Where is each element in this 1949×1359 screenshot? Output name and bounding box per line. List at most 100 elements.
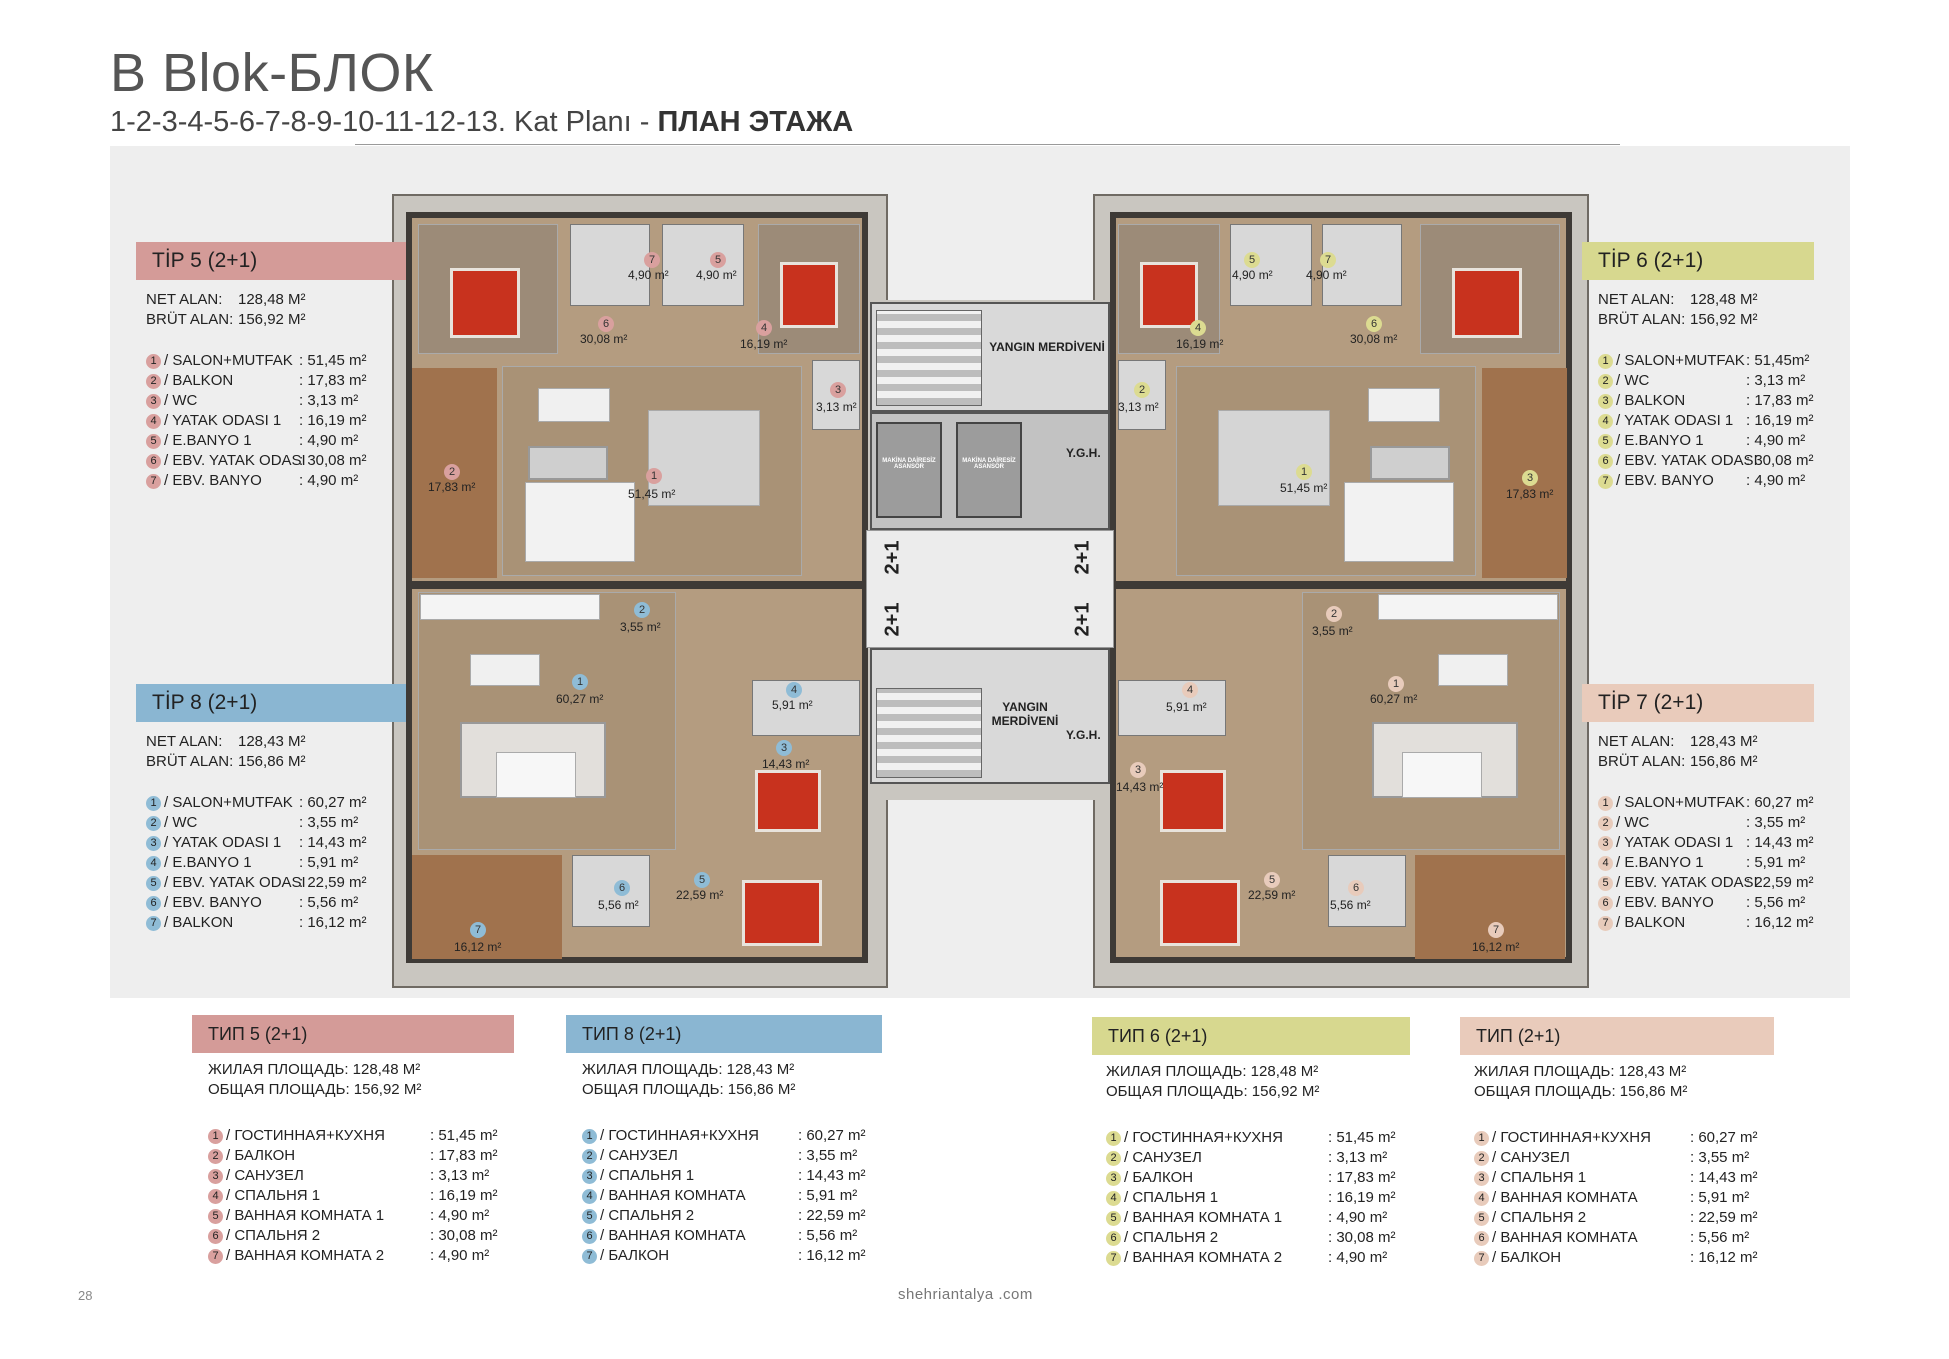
bathroom-tip8-ebv (572, 855, 650, 927)
sofa-icon (1370, 446, 1450, 480)
room-marker: 7 (1488, 922, 1504, 938)
room-area-t5-1: 51,45 m² (628, 487, 676, 501)
tip6-title-bar: TİP 6 (2+1) (1582, 242, 1814, 280)
room-area-t5-3: 3,13 m² (816, 400, 857, 414)
page-subtitle: 1-2-3-4-5-6-7-8-9-10-11-12-13. Kat Planı… (110, 106, 853, 139)
tip8-item-label: / EBV. YATAK ODASI (164, 874, 306, 891)
tip5-item-label: / SALON+MUTFAK (164, 352, 293, 369)
ru-tip8-item-value: : 5,91 m² (798, 1187, 858, 1204)
room-marker: 1 (1296, 464, 1312, 480)
room-area-t7-1: 60,27 m² (1370, 692, 1418, 706)
tip7-item-label: / EBV. BANYO (1616, 894, 1714, 911)
bathroom-tip8-e (752, 680, 860, 736)
bullet-7: 7 (146, 916, 161, 931)
tip7-item-value: : 22,59 m² (1746, 874, 1814, 891)
bullet-5: 5 (1106, 1211, 1121, 1226)
ru-tip5-live: ЖИЛАЯ ПЛОЩАДЬ: 128,48 М² (208, 1061, 421, 1078)
ru-tip7-item-label: / ВАННАЯ КОМНАТА (1492, 1189, 1638, 1206)
tip6-item-label: / EBV. YATAK ODASI (1616, 452, 1758, 469)
bullet-4: 4 (1474, 1191, 1489, 1206)
tip6-item-label: / YATAK ODASI 1 (1616, 412, 1734, 429)
tip7-brut-value: 156,86 M² (1690, 753, 1758, 770)
bullet-7: 7 (208, 1249, 223, 1264)
ru-tip5-item-label: / БАЛКОН (226, 1147, 296, 1164)
tip6-info: NET ALAN:128,48 M² BRÜT ALAN:156,92 M² 1… (1598, 290, 1828, 491)
tip8-item-value: : 5,91 m² (299, 854, 359, 871)
ru-tip5-item-label: / ВАННАЯ КОМНАТА 2 (226, 1247, 385, 1264)
website-link[interactable]: shehriantalya .com (898, 1286, 1033, 1303)
room-area-t8-7: 16,12 m² (454, 940, 502, 954)
tip8-item-label: / YATAK ODASI 1 (164, 834, 282, 851)
tip7-info: NET ALAN:128,43 M² BRÜT ALAN:156,86 M² 1… (1598, 732, 1828, 933)
ru-tip5-item-label: / ГОСТИННАЯ+КУХНЯ (226, 1127, 385, 1144)
room-area-t7-6: 5,56 m² (1330, 898, 1371, 912)
tip5-item-label: / YATAK ODASI 1 (164, 412, 282, 429)
tip6-item-value: : 51,45m² (1746, 352, 1810, 369)
unit-label-tl: 2+1 (881, 540, 904, 575)
room-area-t8-5: 22,59 m² (676, 888, 724, 902)
bed-icon (742, 880, 822, 946)
bullet-6: 6 (1598, 896, 1613, 911)
ru-tip7-item-value: : 5,56 m² (1690, 1229, 1750, 1246)
ygh-label-top: Y.G.H. (1066, 446, 1101, 460)
tip5-item-label: / E.BANYO 1 (164, 432, 252, 449)
room-area-t7-7: 16,12 m² (1472, 940, 1520, 954)
tip7-item-value: : 5,91 m² (1746, 854, 1806, 871)
page-title: B Blok-БЛОК (110, 43, 434, 103)
tip7-item-value: : 16,12 m² (1746, 914, 1814, 931)
ru-tip8-total: ОБЩАЯ ПЛОЩАДЬ: 156,86 М² (582, 1081, 796, 1098)
bullet-6: 6 (1106, 1231, 1121, 1246)
ru-tip6-item-value: : 51,45 m² (1328, 1129, 1396, 1146)
tip8-info: NET ALAN:128,43 M² BRÜT ALAN:156,86 M² 1… (146, 732, 376, 933)
tip5-item-value: : 4,90 m² (299, 472, 359, 489)
room-area-t6-1: 51,45 m² (1280, 481, 1328, 495)
bullet-1: 1 (146, 796, 161, 811)
ru-tip8-item-label: / ГОСТИННАЯ+КУХНЯ (600, 1127, 759, 1144)
room-area-t7-3: 14,43 m² (1116, 780, 1164, 794)
tip8-net-label: NET ALAN: (146, 733, 223, 750)
ru-tip6-item-value: : 30,08 m² (1328, 1229, 1396, 1246)
ru-tip5-item-label: / ВАННАЯ КОМНАТА 1 (226, 1207, 385, 1224)
ru-tip8-item-value: : 3,55 m² (798, 1147, 858, 1164)
tip5-title-bar: TİP 5 (2+1) (136, 242, 406, 280)
tip6-net-label: NET ALAN: (1598, 291, 1675, 308)
tip5-item-label: / EBV. YATAK ODASI (164, 452, 306, 469)
tip6-item-label: / EBV. BANYO (1616, 472, 1714, 489)
bullet-2: 2 (146, 374, 161, 389)
kitchen-counter-icon (1218, 410, 1330, 506)
ru-tip8-item-label: / СПАЛЬНЯ 2 (600, 1207, 695, 1224)
bathroom-tip6-e (1230, 224, 1312, 306)
ru-tip8-item-label: / ВАННАЯ КОМНАТА (600, 1187, 746, 1204)
tip6-item-value: : 3,13 m² (1746, 372, 1806, 389)
bullet-3: 3 (146, 836, 161, 851)
living-area-tip7 (1302, 592, 1560, 850)
tip8-net-value: 128,43 M² (238, 733, 306, 750)
tip6-item-label: / BALKON (1616, 392, 1686, 409)
ru-tip5-item-label: / САНУЗЕЛ (226, 1167, 304, 1184)
room-area-t5-2: 17,83 m² (428, 480, 476, 494)
kitchen-counter-icon (420, 594, 600, 620)
stair-top-icon (876, 310, 982, 406)
kitchen-counter-icon (648, 410, 760, 506)
bullet-5: 5 (146, 434, 161, 449)
tip7-brut-label: BRÜT ALAN: (1598, 753, 1686, 770)
tip8-item-label: / WC (164, 814, 198, 831)
room-marker: 1 (646, 468, 662, 484)
tip8-item-value: : 60,27 m² (299, 794, 367, 811)
bullet-3: 3 (1598, 394, 1613, 409)
room-area-t8-3: 14,43 m² (762, 757, 810, 771)
bullet-2: 2 (208, 1149, 223, 1164)
bullet-6: 6 (582, 1229, 597, 1244)
bullet-4: 4 (146, 414, 161, 429)
tip5-item-label: / BALKON (164, 372, 234, 389)
tip5-item-value: : 4,90 m² (299, 432, 359, 449)
bullet-5: 5 (208, 1209, 223, 1224)
dining-table-icon (538, 388, 610, 422)
bullet-3: 3 (1598, 836, 1613, 851)
ru-tip7-item-label: / ГОСТИННАЯ+КУХНЯ (1492, 1129, 1651, 1146)
bullet-1: 1 (1598, 796, 1613, 811)
tip8-item-label: / E.BANYO 1 (164, 854, 252, 871)
ru-tip6-total: ОБЩАЯ ПЛОЩАДЬ: 156,92 М² (1106, 1083, 1320, 1100)
room-marker: 6 (1366, 316, 1382, 332)
ru-tip6-item-value: : 4,90 m² (1328, 1249, 1388, 1266)
